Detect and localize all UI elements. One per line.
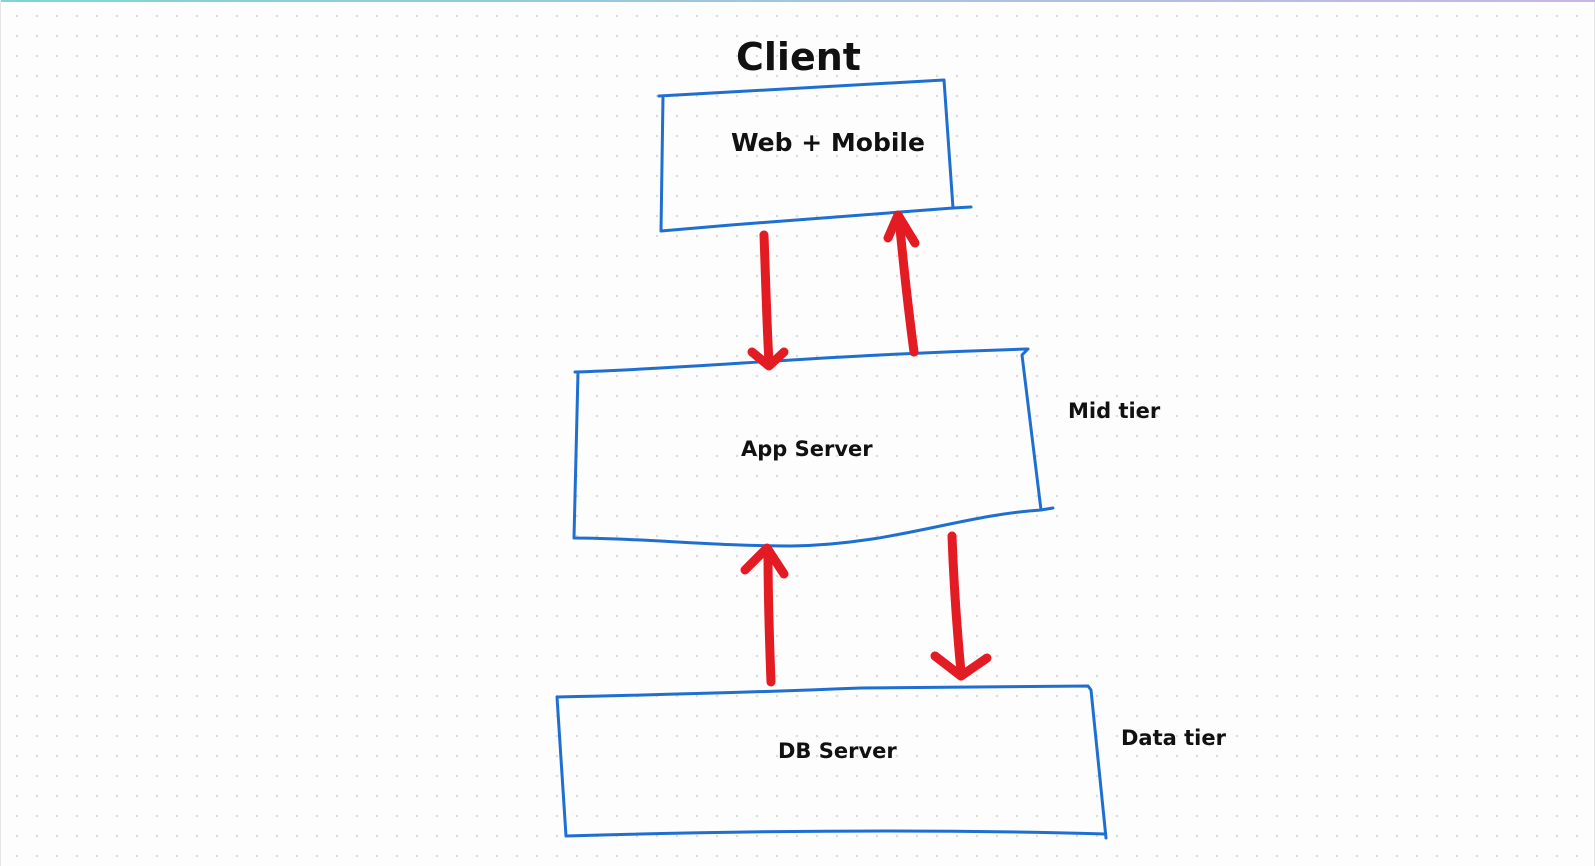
client-box-outline (657, 78, 973, 233)
arrow-app-to-db-head (930, 651, 992, 681)
app-server-box-label: App Server (741, 437, 873, 461)
arrow-app-to-client (883, 210, 920, 357)
client-box[interactable]: Web + Mobile (657, 78, 973, 233)
top-accent-bar (1, 0, 1595, 2)
app-server-box[interactable]: App Server (572, 347, 1055, 548)
arrow-app-to-db (930, 531, 992, 681)
arrow-app-to-client-shaft (894, 213, 919, 357)
arrow-client-to-app-shaft (759, 230, 774, 367)
db-server-box-label: DB Server (778, 739, 897, 763)
arrow-app-to-client-head (883, 210, 920, 248)
client-box-label: Web + Mobile (731, 128, 925, 157)
db-server-box-outline (555, 684, 1108, 840)
arrow-db-to-app-shaft (763, 545, 776, 687)
diagram-title: Client (736, 35, 861, 79)
app-server-box-outline (572, 347, 1055, 548)
mid-tier-label: Mid tier (1068, 399, 1161, 423)
db-server-box[interactable]: DB Server (555, 684, 1108, 840)
arrow-client-to-app (747, 230, 789, 371)
arrow-app-to-db-shaft (947, 531, 966, 677)
arrow-db-to-app (740, 543, 789, 687)
data-tier-label: Data tier (1121, 726, 1227, 750)
arrow-db-to-app-head (740, 543, 789, 579)
arrow-client-to-app-head (747, 347, 789, 371)
